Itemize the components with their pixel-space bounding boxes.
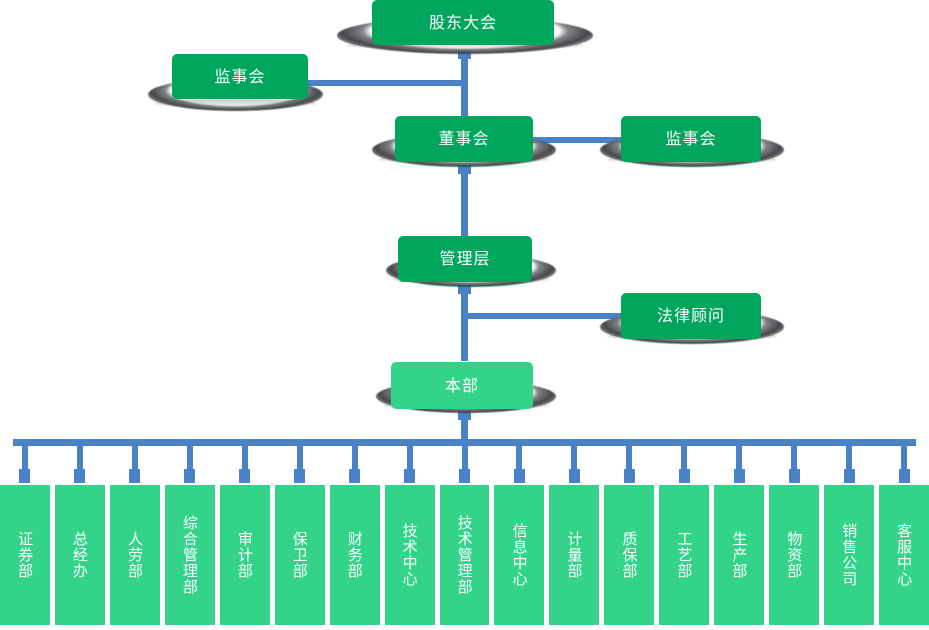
connector-arrow-13 bbox=[678, 469, 690, 483]
connector-arrow-2 bbox=[74, 469, 86, 483]
department-box[interactable]: 客服中心 bbox=[879, 485, 929, 625]
connector-supervisors-right-branch bbox=[465, 137, 621, 143]
connector-arrow-8 bbox=[404, 469, 416, 483]
department-box[interactable]: 技术中心 bbox=[384, 485, 435, 625]
connector-arrow-5 bbox=[239, 469, 251, 483]
department-box[interactable]: 质保部 bbox=[604, 485, 655, 625]
node-board[interactable]: 董事会 bbox=[395, 116, 533, 162]
connector-drop-14 bbox=[736, 439, 743, 477]
node-legal-counsel[interactable]: 法律顾问 bbox=[621, 293, 761, 339]
connector-drop-16 bbox=[846, 439, 853, 477]
connector-arrow-10 bbox=[513, 469, 525, 483]
connector-drop-5 bbox=[241, 439, 248, 477]
connector-arrow-to-shareholders bbox=[458, 50, 471, 59]
department-box[interactable]: 人劳部 bbox=[109, 485, 160, 625]
connector-arrow-11 bbox=[568, 469, 580, 483]
connector-drop-15 bbox=[791, 439, 798, 477]
node-management[interactable]: 管理层 bbox=[398, 236, 532, 282]
department-box[interactable]: 工艺部 bbox=[659, 485, 710, 625]
connector-drop-10 bbox=[516, 439, 523, 477]
connector-drop-17 bbox=[901, 439, 908, 477]
connector-arrow-12 bbox=[623, 469, 635, 483]
department-box[interactable]: 综合管理部 bbox=[164, 485, 215, 625]
department-box[interactable]: 保卫部 bbox=[274, 485, 325, 625]
department-box[interactable]: 财务部 bbox=[329, 485, 380, 625]
connector-arrow-3 bbox=[129, 469, 141, 483]
connector-drop-11 bbox=[571, 439, 578, 477]
connector-management-to-headquarters bbox=[461, 285, 468, 361]
connector-drop-4 bbox=[186, 439, 193, 477]
connector-board-to-management bbox=[461, 165, 468, 237]
connector-arrow-16 bbox=[843, 469, 855, 483]
connector-arrow-to-headquarters bbox=[458, 411, 471, 420]
connector-drop-9 bbox=[461, 439, 468, 477]
connector-legal-counsel-branch bbox=[465, 313, 621, 319]
connector-arrow-15 bbox=[788, 469, 800, 483]
node-supervisors-right[interactable]: 监事会 bbox=[621, 116, 761, 162]
department-box[interactable]: 生产部 bbox=[714, 485, 765, 625]
connector-headquarters-to-bus bbox=[461, 411, 468, 444]
connector-drop-7 bbox=[351, 439, 358, 477]
connector-supervisors-left-branch bbox=[308, 80, 464, 86]
connector-arrow-1 bbox=[19, 469, 31, 483]
connector-arrow-4 bbox=[184, 469, 196, 483]
department-box[interactable]: 计量部 bbox=[549, 485, 600, 625]
connector-arrow-7 bbox=[349, 469, 361, 483]
node-shareholders[interactable]: 股东大会 bbox=[372, 0, 554, 45]
connector-drop-8 bbox=[406, 439, 413, 477]
connector-drop-3 bbox=[131, 439, 138, 477]
node-supervisors-left[interactable]: 监事会 bbox=[172, 54, 308, 99]
department-box[interactable]: 物资部 bbox=[769, 485, 820, 625]
connector-drop-13 bbox=[681, 439, 688, 477]
connector-shareholders-to-board bbox=[461, 50, 468, 122]
connector-drop-2 bbox=[76, 439, 83, 477]
connector-drop-12 bbox=[626, 439, 633, 477]
department-box[interactable]: 销售公司 bbox=[824, 485, 875, 625]
connector-arrow-17 bbox=[898, 469, 910, 483]
node-headquarters[interactable]: 本部 bbox=[391, 362, 533, 409]
department-box[interactable]: 审计部 bbox=[219, 485, 270, 625]
connector-drop-1 bbox=[21, 439, 28, 477]
department-box[interactable]: 总经办 bbox=[54, 485, 105, 625]
connector-arrow-9 bbox=[459, 469, 470, 483]
connector-drop-6 bbox=[296, 439, 303, 477]
connector-arrow-14 bbox=[733, 469, 745, 483]
department-box[interactable]: 证券部 bbox=[0, 485, 50, 625]
department-box[interactable]: 技术管理部 bbox=[439, 485, 490, 625]
connector-arrow-to-board bbox=[458, 165, 471, 174]
connector-arrow-6 bbox=[294, 469, 306, 483]
department-box[interactable]: 信息中心 bbox=[494, 485, 545, 625]
connector-arrow-to-management bbox=[458, 285, 471, 294]
